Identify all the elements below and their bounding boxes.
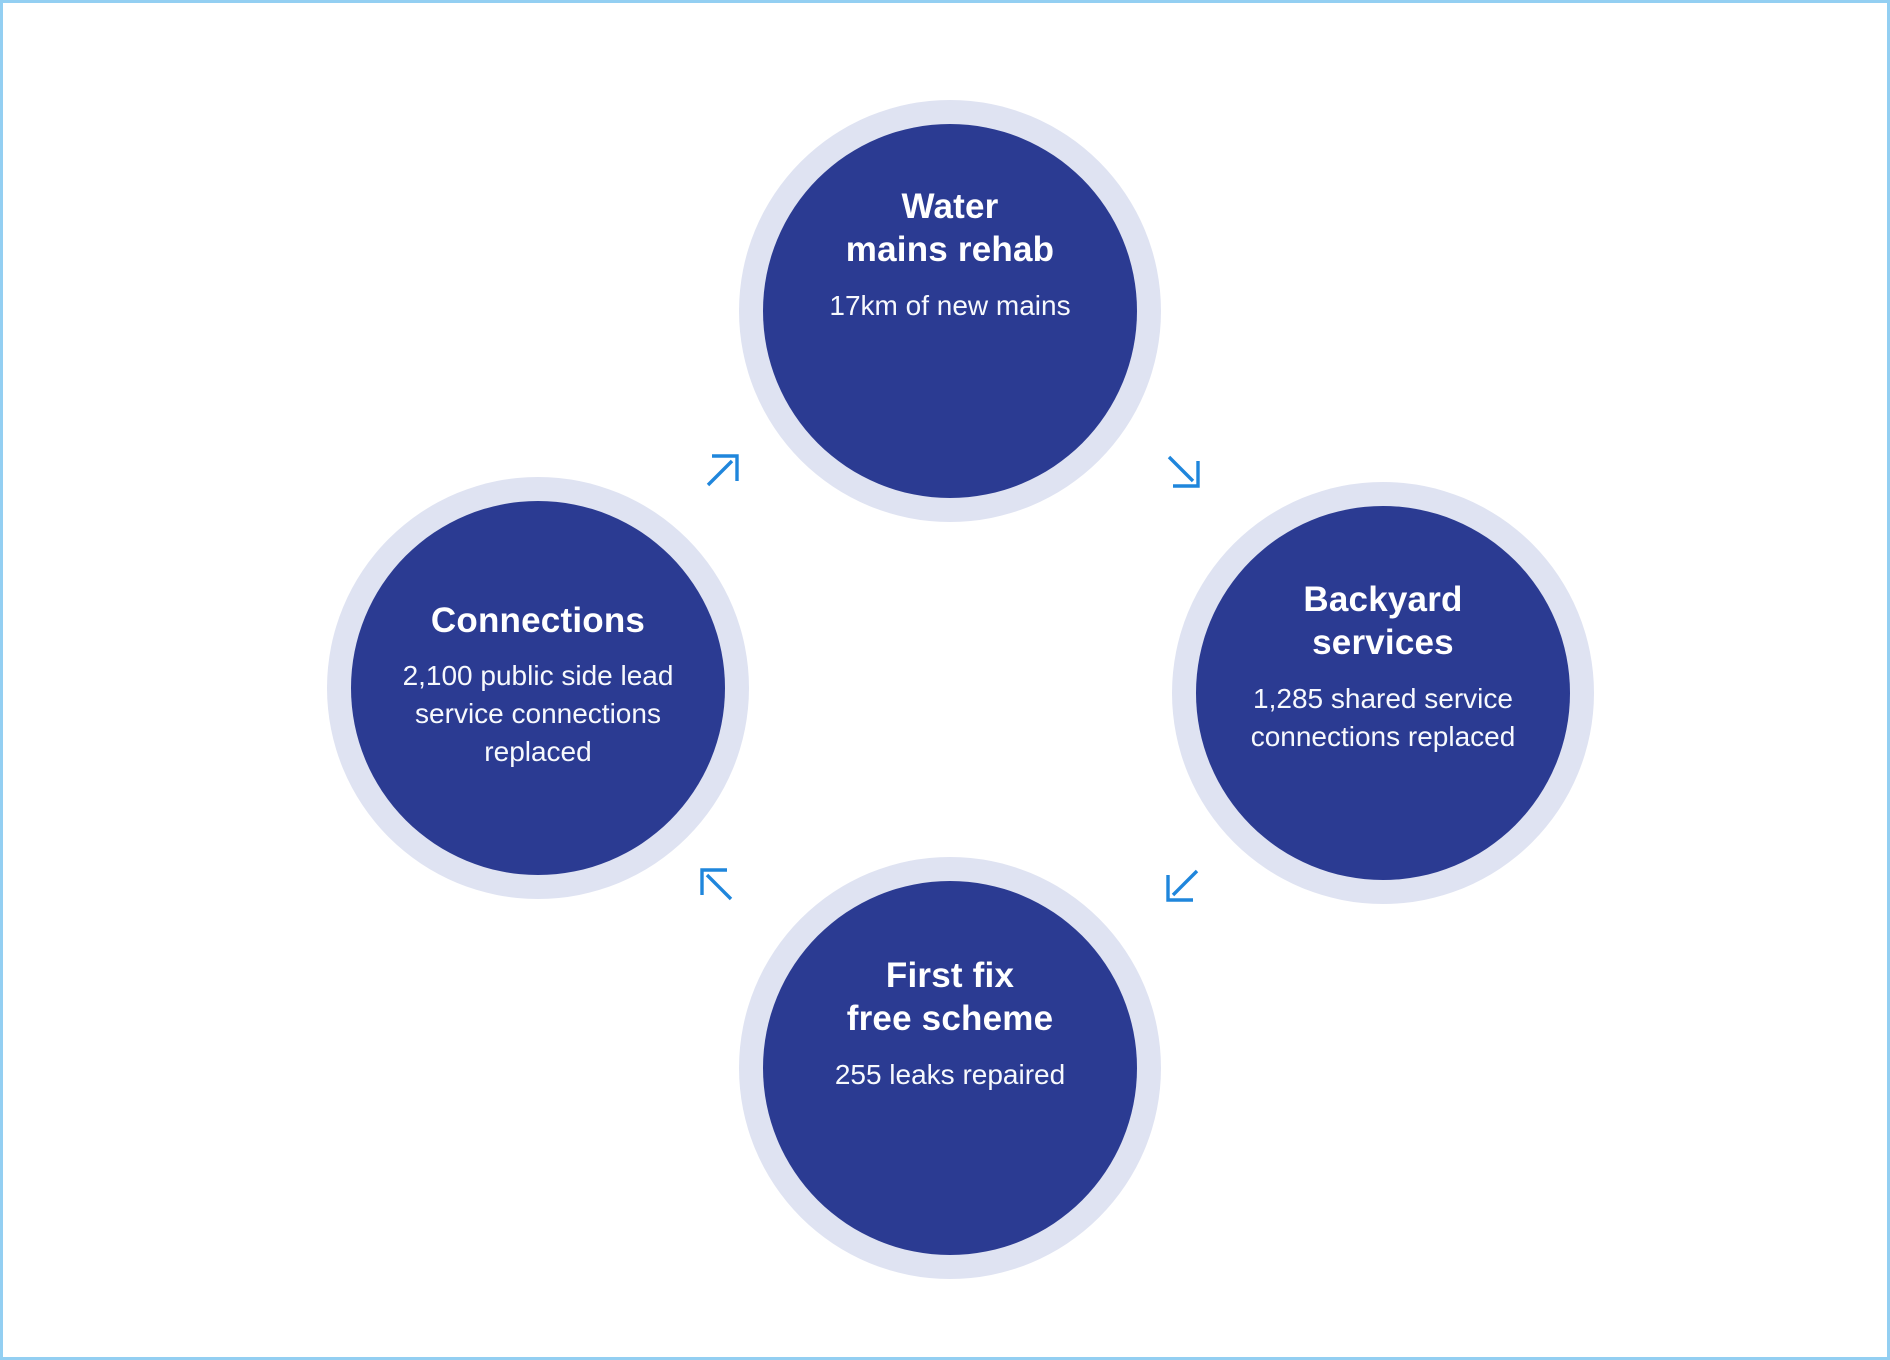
node-title-line: Water xyxy=(901,187,999,227)
node-subtitle: 17km of new mains xyxy=(829,287,1070,325)
node-title-line: mains rehab xyxy=(845,230,1055,270)
node-subtitle-line: 17km of new mains xyxy=(829,289,1071,321)
node-subtitle: 1,285 shared service connections replace… xyxy=(1251,680,1516,756)
node-water-mains-rehab: Water mains rehab 17km of new mains xyxy=(739,100,1161,522)
arrow-down-left-icon xyxy=(1161,863,1205,907)
node-title-line: First fix xyxy=(885,956,1015,996)
node-backyard-services-circle: Backyard services 1,285 shared service c… xyxy=(1196,506,1570,880)
arrow-up-right-icon xyxy=(700,449,744,493)
node-title: Backyard services xyxy=(1303,578,1462,665)
node-connections-circle: Connections 2,100 public side lead servi… xyxy=(351,501,725,875)
node-connections: Connections 2,100 public side lead servi… xyxy=(327,477,749,899)
node-water-mains-rehab-circle: Water mains rehab 17km of new mains xyxy=(763,124,1137,498)
node-title: First fix free scheme xyxy=(847,954,1054,1041)
node-title-line: free scheme xyxy=(846,999,1054,1039)
node-backyard-services: Backyard services 1,285 shared service c… xyxy=(1172,482,1594,904)
node-title-line: Backyard xyxy=(1303,580,1463,620)
node-subtitle-line: replaced xyxy=(484,736,592,768)
node-title: Water mains rehab xyxy=(846,185,1054,272)
node-subtitle-line: service connections xyxy=(415,698,661,730)
arrow-up-left-icon xyxy=(695,863,739,907)
node-subtitle-line: connections replaced xyxy=(1250,720,1516,752)
arrow-down-right-icon xyxy=(1161,449,1205,493)
node-first-fix-free-scheme: First fix free scheme 255 leaks repaired xyxy=(739,857,1161,1279)
node-subtitle-line: 2,100 public side lead xyxy=(402,660,674,692)
node-first-fix-free-scheme-circle: First fix free scheme 255 leaks repaired xyxy=(763,881,1137,1255)
node-title-line: services xyxy=(1312,623,1454,663)
node-subtitle: 255 leaks repaired xyxy=(835,1056,1065,1094)
node-subtitle-line: 255 leaks repaired xyxy=(834,1058,1066,1090)
node-subtitle: 2,100 public side lead service connectio… xyxy=(403,657,674,771)
node-title-line: Connections xyxy=(430,600,646,640)
node-subtitle-line: 1,285 shared service xyxy=(1253,682,1513,714)
node-title: Connections xyxy=(431,599,645,642)
